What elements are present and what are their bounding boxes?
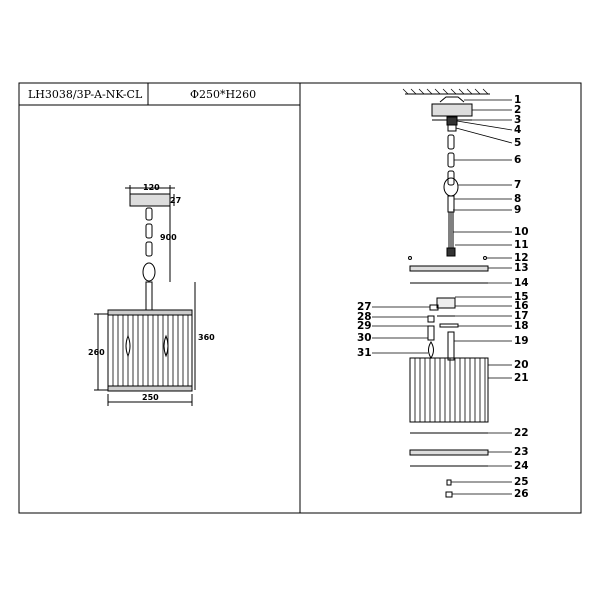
sheet-frame [18, 82, 582, 514]
part-number-1: 1 [514, 94, 521, 106]
part-number-14: 14 [514, 277, 529, 289]
part-number-2: 2 [514, 104, 521, 116]
part-number-9: 9 [514, 204, 521, 216]
part-number-26: 26 [514, 488, 529, 500]
part-number-5: 5 [514, 137, 521, 149]
part-number-12: 12 [514, 252, 529, 264]
part-number-24: 24 [514, 460, 529, 472]
model-code: LH3038/3P-A-NK-CL [28, 88, 143, 101]
part-number-15: 15 [514, 291, 529, 303]
part-number-30: 30 [357, 332, 372, 344]
part-number-11: 11 [514, 239, 529, 251]
part-number-3: 3 [514, 114, 521, 126]
part-numbers: 1 2 3 4 5 6 7 8 9 10 11 12 13 14 15 16 1… [357, 94, 529, 500]
size-spec: Φ250*H260 [190, 88, 256, 101]
part-number-22: 22 [514, 427, 529, 439]
part-number-17: 17 [514, 310, 529, 322]
part-number-10: 10 [514, 226, 529, 238]
dim-shade-height: 260 [88, 348, 105, 357]
part-number-23: 23 [514, 446, 529, 458]
dim-overall-height: 360 [198, 333, 215, 342]
dim-shade-width: 250 [142, 393, 159, 402]
part-number-25: 25 [514, 476, 529, 488]
dim-chain-length: 900 [160, 233, 177, 242]
part-number-8: 8 [514, 193, 521, 205]
part-number-4: 4 [514, 124, 521, 136]
part-number-7: 7 [514, 179, 521, 191]
part-number-28: 28 [357, 311, 372, 323]
exploded-shade-rods [414, 358, 486, 422]
part-number-29: 29 [357, 320, 372, 332]
part-number-13: 13 [514, 262, 529, 274]
part-number-27: 27 [357, 301, 372, 313]
part-number-19: 19 [514, 335, 529, 347]
shade-rods [112, 315, 189, 386]
part-number-6: 6 [514, 154, 521, 166]
part-number-16: 16 [514, 300, 529, 312]
assembled-view [94, 185, 196, 406]
part-number-20: 20 [514, 359, 529, 371]
exploded-view [372, 88, 513, 498]
dim-canopy-height: 27 [170, 196, 181, 205]
part-number-18: 18 [514, 320, 529, 332]
part-number-31: 31 [357, 347, 372, 359]
part-number-21: 21 [514, 372, 529, 384]
dim-canopy-width: 120 [143, 183, 160, 192]
